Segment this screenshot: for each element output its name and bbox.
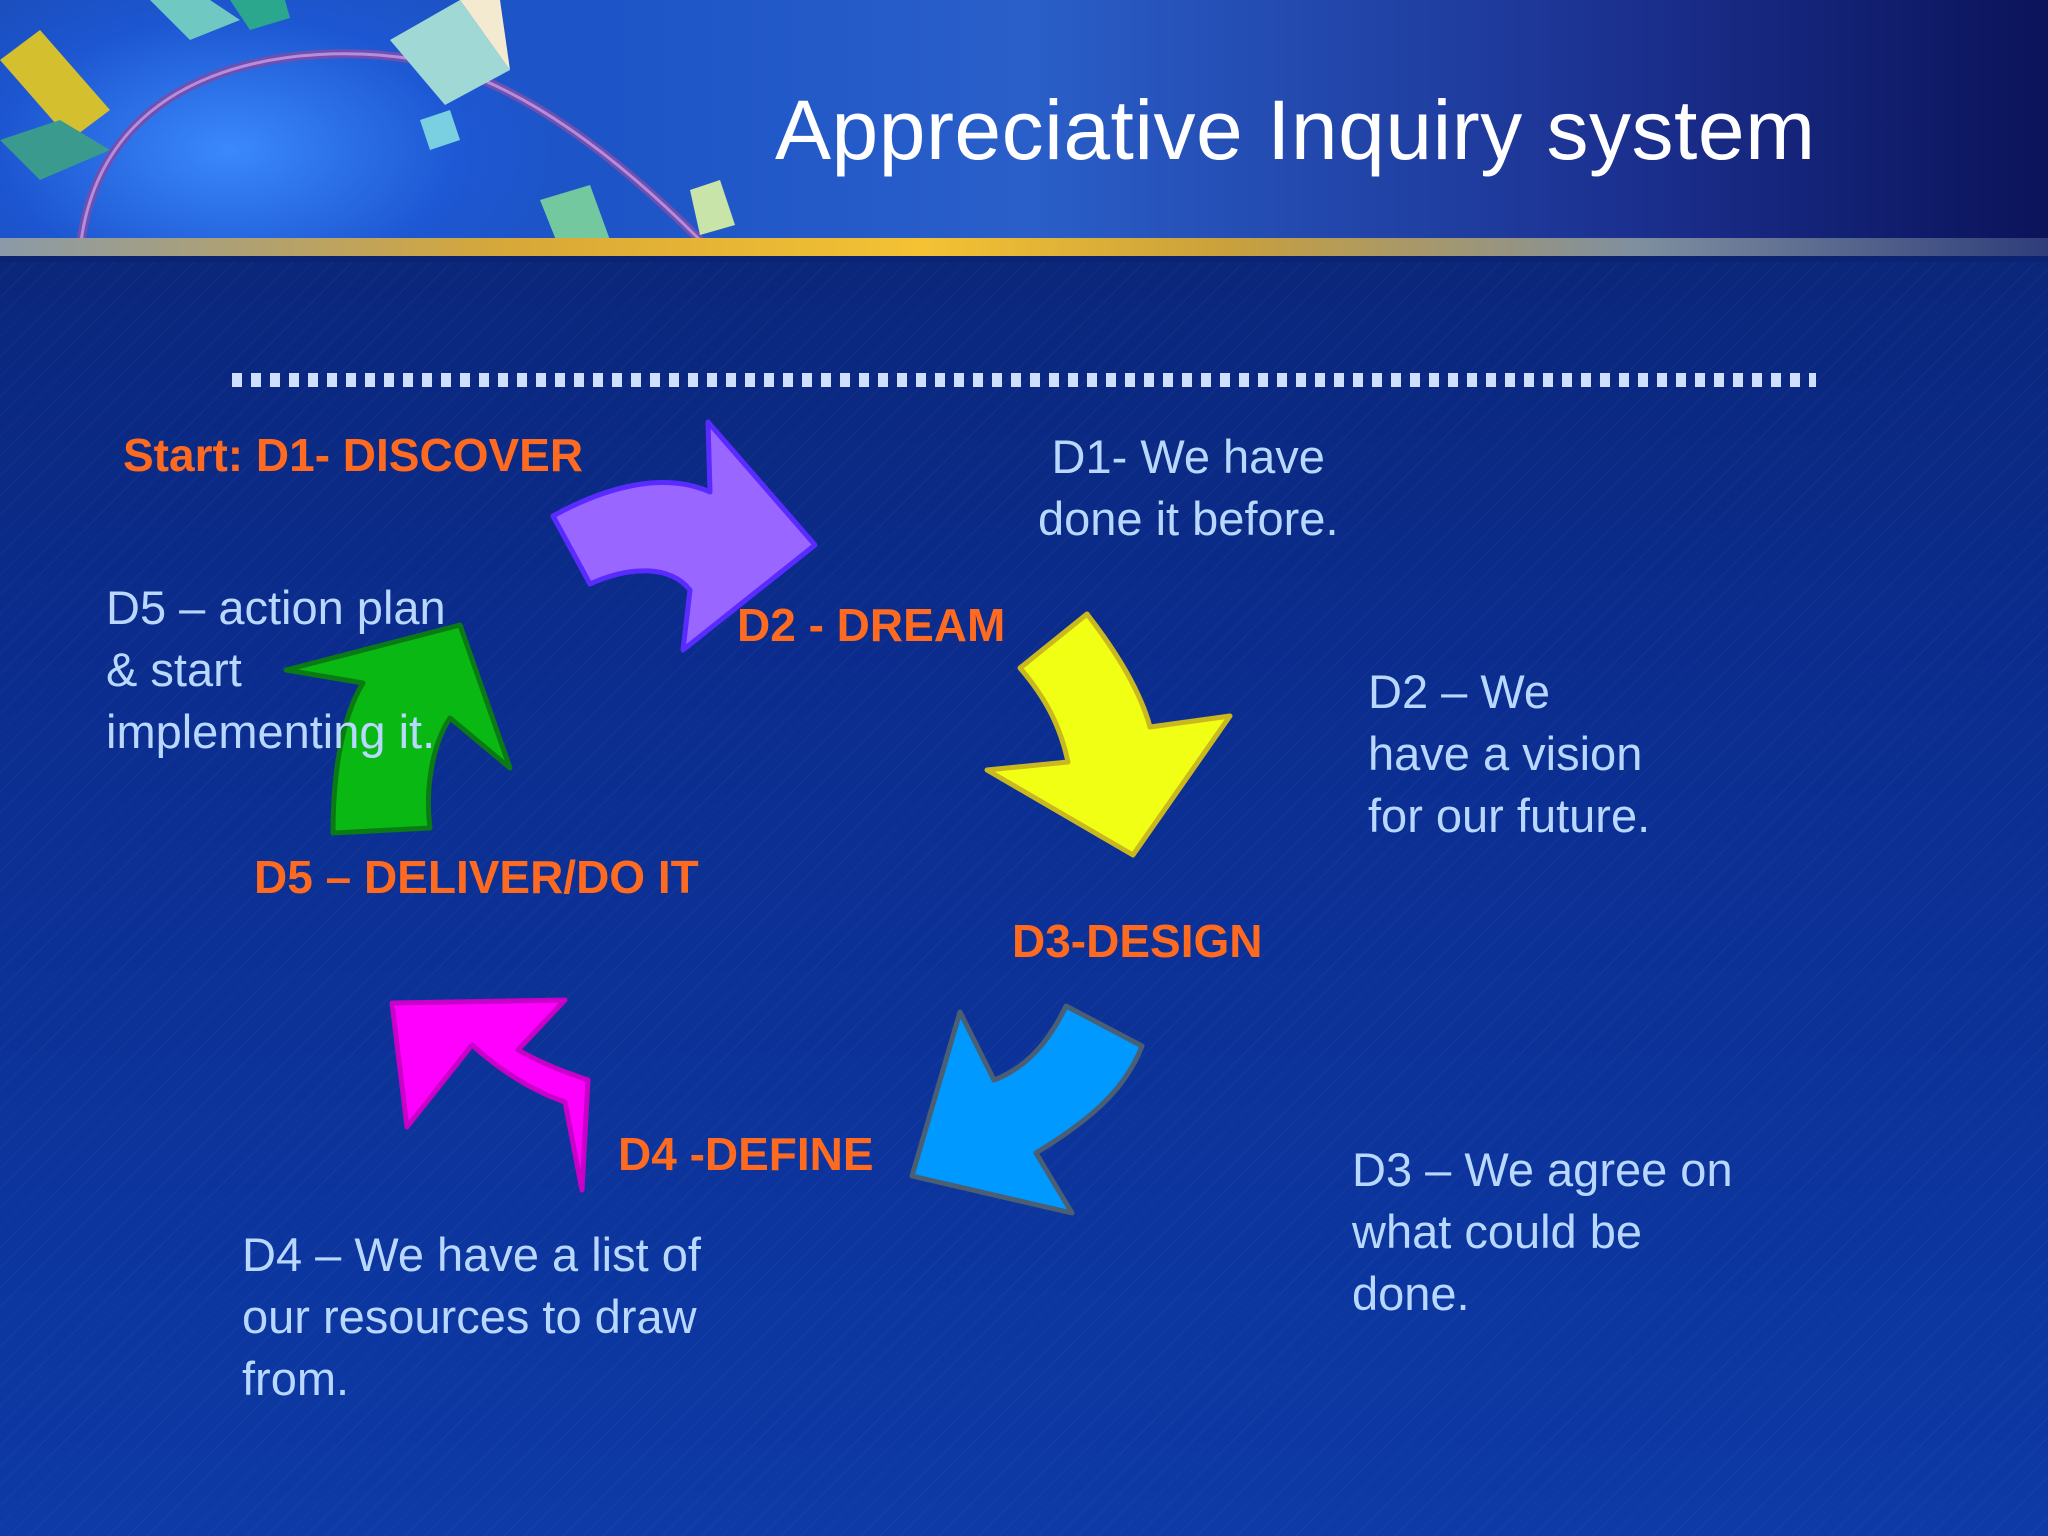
header-decoration xyxy=(0,0,735,250)
note-d4-line: our resources to draw xyxy=(242,1290,697,1343)
note-d3-line: what could be xyxy=(1352,1205,1643,1258)
note-d1: D1- We have done it before. xyxy=(1038,426,1339,550)
note-d4-line: from. xyxy=(242,1352,350,1405)
note-d2-line: have a vision xyxy=(1368,727,1643,780)
note-d3-line: D3 – We agree on xyxy=(1352,1143,1733,1196)
note-d1-line: done it before. xyxy=(1038,492,1339,545)
arrow-d1-to-d2 xyxy=(550,419,818,653)
dotted-divider xyxy=(232,373,1816,387)
arrow-d5-to-d1 xyxy=(283,622,513,836)
note-d5: D5 – action plan & start implementing it… xyxy=(106,577,446,763)
slide-title: Appreciative Inquiry system xyxy=(775,83,1816,177)
note-d4-line: D4 – We have a list of xyxy=(242,1228,701,1281)
note-d3-line: done. xyxy=(1352,1267,1470,1320)
stage-d4-define: D4 -DEFINE xyxy=(618,1128,874,1180)
note-d2: D2 – We have a vision for our future. xyxy=(1368,661,1650,847)
note-d2-line: D2 – We xyxy=(1368,665,1550,718)
stage-d1-discover: Start: D1- DISCOVER xyxy=(123,429,584,481)
note-d1-line: D1- We have xyxy=(1051,430,1325,483)
stage-d3-design: D3-DESIGN xyxy=(1012,915,1263,967)
note-d2-line: for our future. xyxy=(1368,789,1651,842)
note-d5-line: & start xyxy=(106,643,242,696)
header-gold-stripe xyxy=(0,238,2048,256)
arrow-d4-to-d5 xyxy=(389,997,591,1193)
note-d5-line: D5 – action plan xyxy=(106,581,446,634)
header-banner xyxy=(0,0,2048,240)
stage-d2-dream: D2 - DREAM xyxy=(737,599,1006,651)
header-band xyxy=(0,256,2048,262)
note-d5-line: implementing it. xyxy=(106,705,436,758)
stage-d5-deliver: D5 – DELIVER/DO IT xyxy=(254,851,699,903)
arrow-d2-to-d3 xyxy=(984,611,1233,858)
note-d4: D4 – We have a list of our resources to … xyxy=(242,1224,701,1410)
arrow-d3-to-d4 xyxy=(909,1003,1145,1216)
note-d3: D3 – We agree on what could be done. xyxy=(1352,1139,1733,1325)
